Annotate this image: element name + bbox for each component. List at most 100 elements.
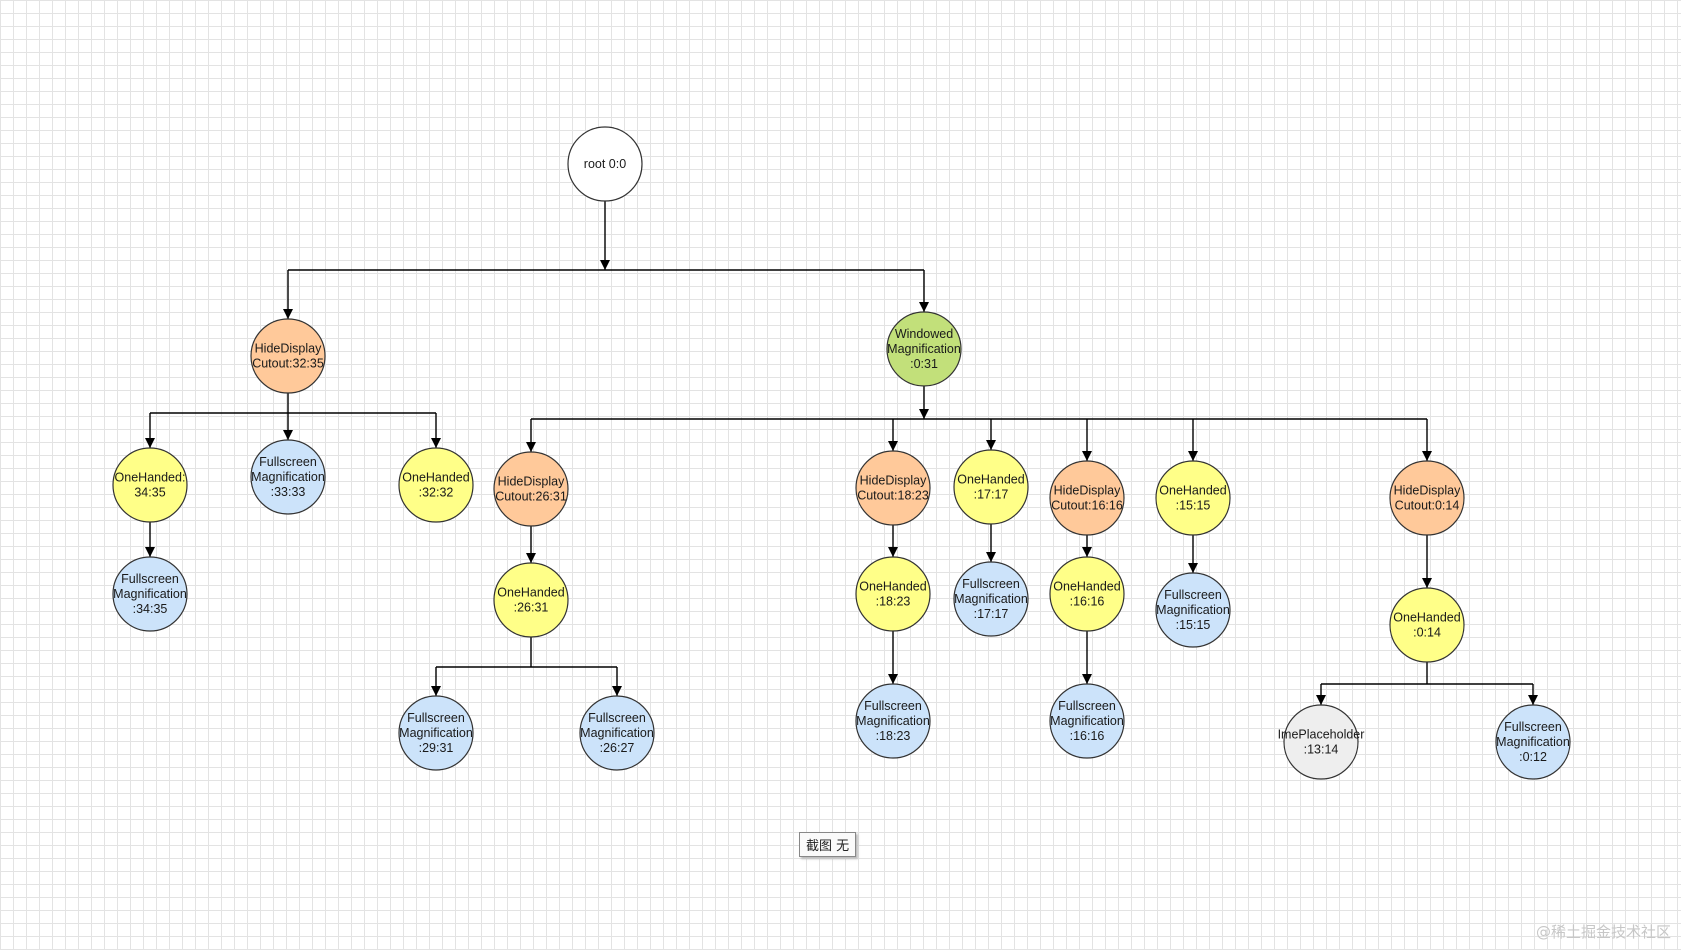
node-label-oh5-1: :17:17 [974, 488, 1009, 502]
node-label-fm9-0: Fullscreen [1504, 720, 1562, 734]
node-circle-hdc3 [855, 450, 931, 526]
node-oh3: OneHanded:26:31 [493, 562, 569, 638]
arrowhead-bus-wm [919, 409, 929, 419]
node-label-fm6-2: :17:17 [974, 607, 1009, 621]
node-circle-fm6 [953, 561, 1029, 637]
node-circle-oh7 [1155, 460, 1231, 536]
node-label-fm9-1: Magnification [1496, 735, 1570, 749]
node-label-oh8-1: :0:14 [1413, 626, 1441, 640]
node-label-fm4-0: Fullscreen [588, 711, 646, 725]
arrowhead-fm1 [283, 430, 293, 440]
node-label-oh7-0: OneHanded [1159, 484, 1226, 498]
arrowhead-hdc4 [1082, 451, 1092, 461]
node-label-fm7-2: :16:16 [1070, 729, 1105, 743]
node-label-fm1-0: Fullscreen [259, 455, 317, 469]
arrowhead-hdc1 [283, 309, 293, 319]
arrowhead-oh2 [431, 438, 441, 448]
arrowhead-fm9 [1528, 695, 1538, 705]
node-label-oh3-1: :26:31 [514, 601, 549, 615]
arrowhead-oh5 [986, 440, 996, 450]
arrowhead-oh8 [1422, 578, 1432, 588]
node-oh8: OneHanded:0:14 [1389, 587, 1465, 663]
arrowhead-wm [919, 302, 929, 312]
node-label-fm1-1: Magnification [251, 470, 325, 484]
node-label-ime-1: :13:14 [1304, 743, 1339, 757]
node-label-fm5-2: :18:23 [876, 729, 911, 743]
node-label-fm7-0: Fullscreen [1058, 699, 1116, 713]
node-oh5: OneHanded:17:17 [953, 449, 1029, 525]
node-label-fm6-0: Fullscreen [962, 577, 1020, 591]
node-label-oh2-0: OneHanded [402, 471, 469, 485]
node-circle-fm2 [112, 556, 188, 632]
arrowhead-oh6 [1082, 547, 1092, 557]
node-label-oh1-0: OneHanded: [115, 471, 186, 485]
node-oh2: OneHanded:32:32 [398, 447, 474, 523]
node-label-oh2-1: :32:32 [419, 486, 454, 500]
arrowhead-oh4 [888, 547, 898, 557]
node-circle-fm7 [1049, 683, 1125, 759]
arrowhead-oh3 [526, 553, 536, 563]
node-label-fm8-0: Fullscreen [1164, 588, 1222, 602]
node-circle-wm [886, 311, 962, 387]
arrowhead-hdc3 [888, 441, 898, 451]
arrowhead-fm5 [888, 674, 898, 684]
node-label-fm1-2: :33:33 [271, 485, 306, 499]
node-root: root 0:0 [567, 126, 643, 202]
node-circle-oh3 [493, 562, 569, 638]
node-circle-fm1 [250, 439, 326, 515]
node-label-wm-1: Magnification [887, 342, 961, 356]
arrowhead-ime [1316, 695, 1326, 705]
node-circle-hdc1 [250, 318, 326, 394]
arrowhead-fm2 [145, 547, 155, 557]
node-label-wm-0: Windowed [895, 327, 953, 341]
node-label-root-0: root 0:0 [584, 157, 626, 171]
node-label-fm3-2: :29:31 [419, 741, 454, 755]
node-label-fm2-1: Magnification [113, 587, 187, 601]
node-label-oh6-1: :16:16 [1070, 595, 1105, 609]
nodes-layer: root 0:0HideDisplayCutout:32:35WindowedM… [112, 126, 1571, 780]
node-label-fm3-1: Magnification [399, 726, 473, 740]
node-label-fm5-1: Magnification [856, 714, 930, 728]
node-label-fm3-0: Fullscreen [407, 711, 465, 725]
node-label-oh3-0: OneHanded [497, 586, 564, 600]
node-ime: ImePlaceholder:13:14 [1278, 704, 1365, 780]
node-circle-root [567, 126, 643, 202]
arrowhead-fm4 [612, 686, 622, 696]
arrowhead-hdc5 [1422, 451, 1432, 461]
node-label-hdc5-0: HideDisplay [1394, 484, 1461, 498]
node-label-fm4-2: :26:27 [600, 741, 635, 755]
arrowhead-bus-root [600, 260, 610, 270]
node-circle-oh4 [855, 556, 931, 632]
arrowhead-fm6 [986, 552, 996, 562]
node-label-oh4-0: OneHanded [859, 580, 926, 594]
node-label-ime-0: ImePlaceholder [1278, 728, 1365, 742]
node-circle-hdc5 [1389, 460, 1465, 536]
arrowhead-oh7 [1188, 451, 1198, 461]
node-circle-oh8 [1389, 587, 1465, 663]
arrowhead-fm3 [431, 686, 441, 696]
node-label-hdc2-0: HideDisplay [498, 475, 565, 489]
arrowhead-fm7 [1082, 674, 1092, 684]
node-label-oh7-1: :15:15 [1176, 499, 1211, 513]
node-circle-fm9 [1495, 704, 1571, 780]
watermark: @稀土掘金技术社区 [1535, 923, 1671, 941]
node-label-hdc1-1: Cutout:32:35 [252, 357, 324, 371]
node-circle-ime [1283, 704, 1359, 780]
node-label-fm8-1: Magnification [1156, 603, 1230, 617]
node-label-fm2-0: Fullscreen [121, 572, 179, 586]
node-label-oh1-1: 34:35 [134, 486, 165, 500]
node-circle-hdc2 [493, 451, 569, 527]
node-label-fm4-1: Magnification [580, 726, 654, 740]
node-label-fm5-0: Fullscreen [864, 699, 922, 713]
node-label-oh6-0: OneHanded [1053, 580, 1120, 594]
node-label-hdc1-0: HideDisplay [255, 342, 322, 356]
